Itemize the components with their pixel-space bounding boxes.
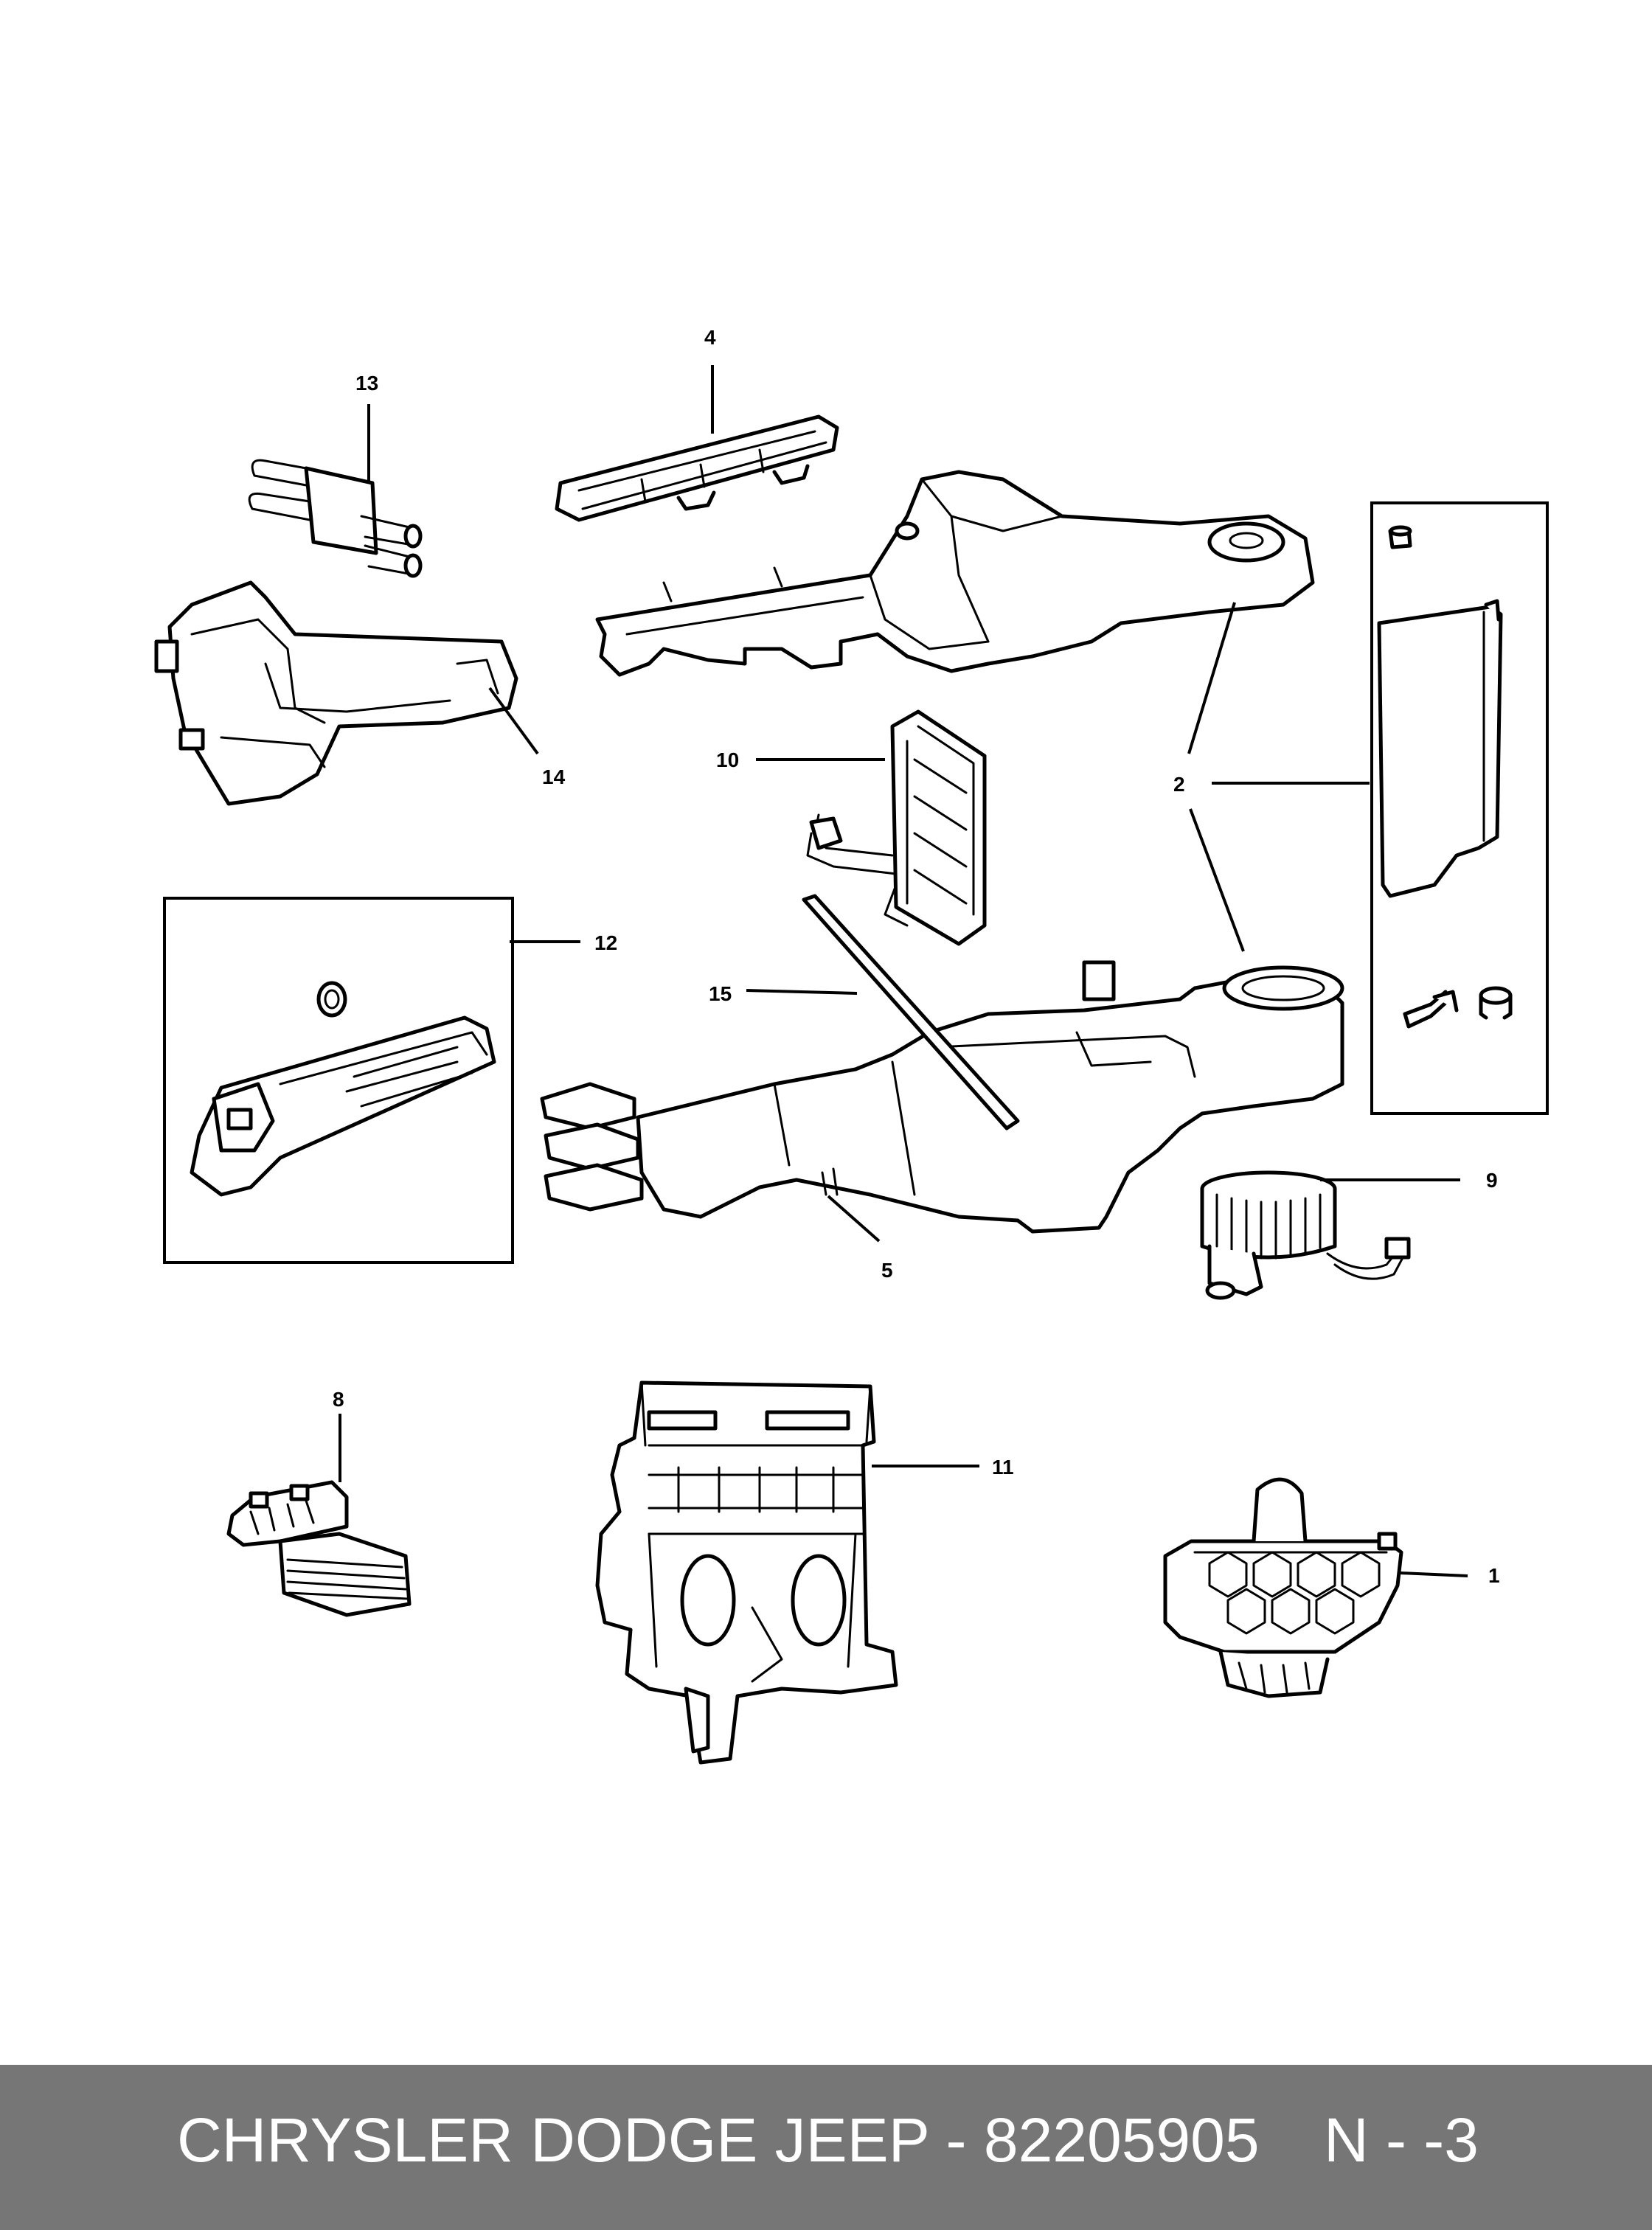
callout-13: 13 <box>355 372 378 395</box>
callout-10: 10 <box>716 748 739 771</box>
callout-15: 15 <box>709 982 732 1005</box>
exploded-parts-diagram: 13 4 14 10 2 12 15 5 9 8 11 1 <box>154 326 1549 1765</box>
inset-box-2 <box>1370 501 1549 1115</box>
footer-part-number: CHRYSLER DODGE JEEP - 82205905 <box>177 2105 1260 2175</box>
part-15-seal-strip <box>802 894 1020 1130</box>
callout-1: 1 <box>1488 1564 1500 1587</box>
callout-4: 4 <box>704 326 716 349</box>
footer-variant-code: N - -3 <box>1324 2105 1479 2175</box>
leader-lines <box>339 365 1468 1577</box>
inset-box-12 <box>163 897 514 1264</box>
callout-14: 14 <box>542 765 566 788</box>
part-13-heater-tubes <box>248 459 423 578</box>
part-2-inset-parts <box>1377 525 1513 1029</box>
footer-bar <box>0 2065 1652 2230</box>
part-5-clip <box>821 1167 839 1196</box>
part-10-evaporator <box>806 709 987 946</box>
part-8-resistor <box>226 1480 412 1617</box>
callout-8: 8 <box>333 1388 344 1411</box>
callout-12: 12 <box>594 931 617 954</box>
part-14-distribution-duct <box>154 580 518 806</box>
callout-9: 9 <box>1486 1169 1498 1192</box>
part-9-blower-motor <box>1200 1170 1411 1300</box>
part-11-hvac-module <box>595 1380 898 1765</box>
callout-2: 2 <box>1173 773 1185 796</box>
part-4-filter-tray <box>555 414 839 522</box>
part-12-cabin-filter <box>190 981 496 1197</box>
callout-11: 11 <box>992 1456 1014 1479</box>
part-2-upper-housing <box>595 470 1315 677</box>
callout-5: 5 <box>881 1259 893 1282</box>
callouts: 13 4 14 10 2 12 15 5 9 8 11 1 <box>333 326 1500 1587</box>
part-1-blower-housing <box>1163 1477 1403 1698</box>
